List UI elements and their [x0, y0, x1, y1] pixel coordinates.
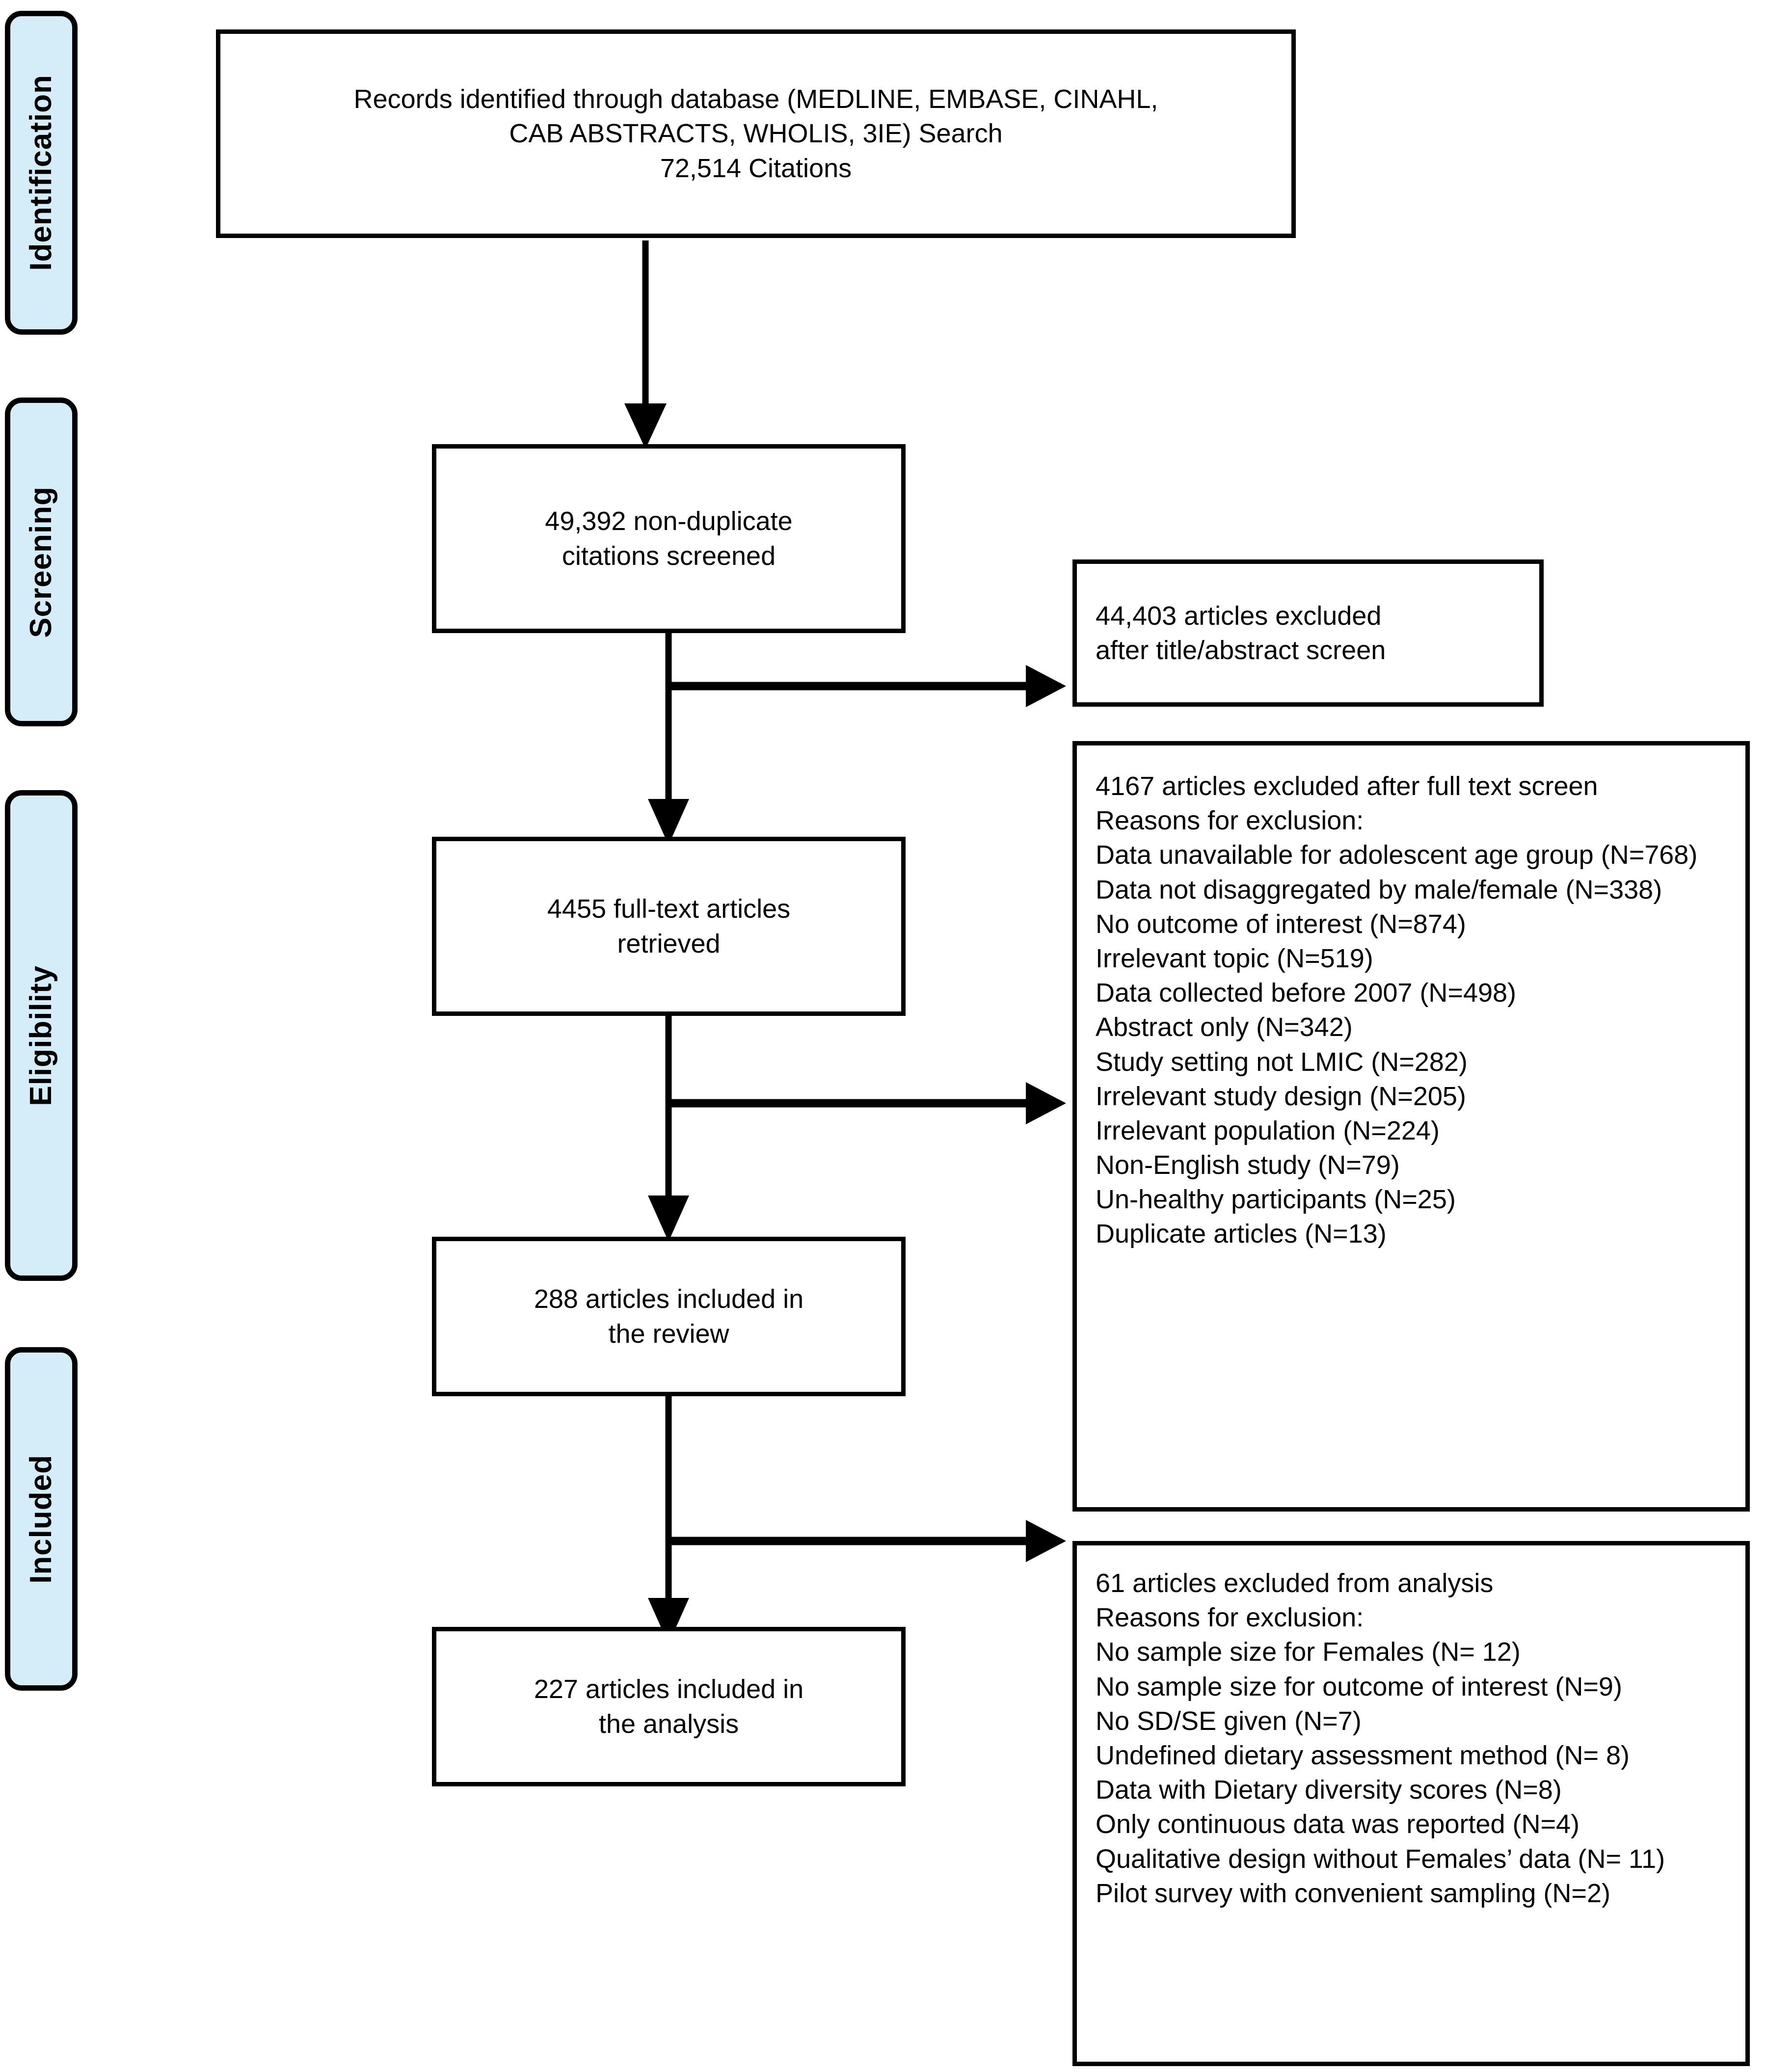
box-records-identified-line-3: 72,514 Citations: [660, 153, 852, 183]
box-included-analysis: 227 articles included in the analysis: [432, 1627, 906, 1786]
arrow-included-review-to-excluded-analysis: [669, 1520, 1066, 1562]
box-included-analysis-line-2: the analysis: [598, 1709, 739, 1739]
box-excluded-analysis-reasons-label: Reasons for exclusion:: [1096, 1603, 1364, 1633]
stage-label-eligibility-text: Eligibility: [24, 965, 58, 1106]
box-excluded-fulltext: 4167 articles excluded after full text s…: [1072, 741, 1750, 1512]
box-excluded-title-abstract: 44,403 articles excluded after title/abs…: [1072, 559, 1544, 707]
box-excluded-analysis-reason-1: No sample size for Females (N= 12): [1096, 1637, 1521, 1667]
box-excluded-fulltext-reason-5: Data collected before 2007 (N=498): [1096, 978, 1517, 1008]
box-excluded-fulltext-reason-2: Data not disaggregated by male/female (N…: [1096, 875, 1662, 904]
box-included-review: 288 articles included in the review: [432, 1237, 906, 1396]
box-excluded-analysis-reason-4: Undefined dietary assessment method (N= …: [1096, 1740, 1630, 1770]
arrow-fulltext-to-included-review: [648, 1016, 689, 1242]
box-excluded-fulltext-reason-10: Non-English study (N=79): [1096, 1150, 1400, 1180]
box-citations-screened-line-2: citations screened: [562, 541, 776, 571]
box-fulltext-retrieved: 4455 full-text articles retrieved: [432, 837, 906, 1016]
box-fulltext-retrieved-line-1: 4455 full-text articles: [547, 894, 791, 924]
box-fulltext-retrieved-line-2: retrieved: [617, 929, 721, 958]
box-excluded-fulltext-reason-9: Irrelevant population (N=224): [1096, 1116, 1440, 1145]
stage-label-identification: Identification: [5, 11, 78, 335]
box-excluded-analysis-reason-5: Data with Dietary diversity scores (N=8): [1096, 1775, 1562, 1805]
box-records-identified-line-1: Records identified through database (MED…: [353, 84, 1158, 114]
box-citations-screened-line-1: 49,392 non-duplicate: [545, 506, 793, 536]
box-excluded-fulltext-reason-11: Un-healthy participants (N=25): [1096, 1185, 1456, 1215]
arrow-fulltext-to-excluded-fulltext: [669, 1082, 1066, 1124]
box-records-identified-line-2: CAB ABSTRACTS, WHOLIS, 3IE) Search: [509, 119, 1003, 149]
box-excluded-fulltext-reasons-label: Reasons for exclusion:: [1096, 806, 1364, 836]
box-included-review-line-1: 288 articles included in: [534, 1284, 804, 1314]
box-excluded-fulltext-reason-8: Irrelevant study design (N=205): [1096, 1081, 1466, 1111]
box-excluded-analysis-reason-2: No sample size for outcome of interest (…: [1096, 1672, 1622, 1701]
box-excluded-fulltext-reason-4: Irrelevant topic (N=519): [1096, 943, 1373, 973]
box-excluded-fulltext-reason-3: No outcome of interest (N=874): [1096, 909, 1466, 939]
arrow-screened-to-fulltext: [648, 633, 689, 845]
arrow-identified-to-screened: [624, 240, 667, 449]
box-excluded-title-abstract-line-1: 44,403 articles excluded: [1096, 601, 1382, 631]
box-excluded-fulltext-reason-7: Study setting not LMIC (N=282): [1096, 1047, 1468, 1077]
box-citations-screened: 49,392 non-duplicate citations screened: [432, 444, 906, 633]
box-excluded-analysis-reason-7: Qualitative design without Females’ data…: [1096, 1844, 1665, 1874]
box-excluded-title-abstract-line-2: after title/abstract screen: [1096, 636, 1386, 665]
box-excluded-fulltext-reason-12: Duplicate articles (N=13): [1096, 1219, 1387, 1249]
box-excluded-analysis: 61 articles excluded from analysis Reaso…: [1072, 1541, 1750, 2066]
box-excluded-fulltext-heading: 4167 articles excluded after full text s…: [1096, 771, 1598, 801]
box-excluded-analysis-heading: 61 articles excluded from analysis: [1096, 1568, 1494, 1598]
stage-label-identification-text: Identification: [24, 75, 58, 271]
box-excluded-fulltext-reason-6: Abstract only (N=342): [1096, 1012, 1353, 1042]
box-excluded-analysis-reason-6: Only continuous data was reported (N=4): [1096, 1809, 1580, 1839]
stage-label-included: Included: [5, 1347, 78, 1691]
arrow-included-review-to-included-analysis: [648, 1396, 689, 1644]
stage-label-screening-text: Screening: [24, 486, 58, 638]
stage-label-included-text: Included: [24, 1454, 58, 1584]
box-excluded-analysis-reason-8: Pilot survey with convenient sampling (N…: [1096, 1878, 1610, 1908]
box-included-analysis-line-1: 227 articles included in: [534, 1674, 804, 1704]
stage-label-eligibility: Eligibility: [5, 790, 78, 1281]
box-excluded-analysis-reason-3: No SD/SE given (N=7): [1096, 1706, 1362, 1736]
box-records-identified: Records identified through database (MED…: [216, 29, 1296, 238]
stage-label-screening: Screening: [5, 398, 78, 726]
box-included-review-line-2: the review: [608, 1319, 729, 1349]
box-excluded-fulltext-reason-1: Data unavailable for adolescent age grou…: [1096, 840, 1698, 870]
arrow-screened-to-excluded-title-abstract: [669, 665, 1066, 707]
